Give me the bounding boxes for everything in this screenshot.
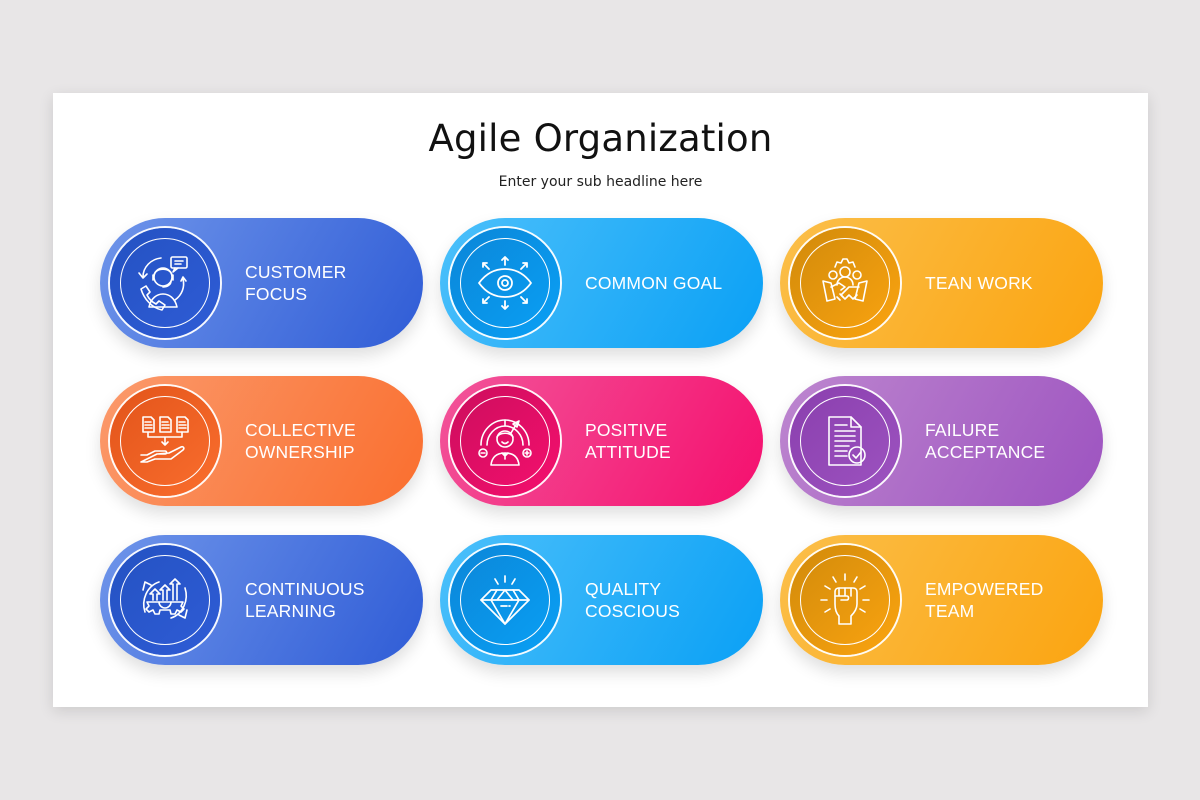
card-label-line1: POSITIVE — [585, 420, 668, 440]
icon-ring — [460, 396, 550, 486]
raised-fist-icon — [807, 562, 883, 638]
icon-ring — [120, 238, 210, 328]
card-label: TEAN WORK — [925, 218, 1033, 348]
card-label-line2: ATTITUDE — [585, 442, 671, 462]
slide-subtitle: Enter your sub headline here — [498, 174, 703, 190]
teamwork-handshake-icon — [807, 245, 883, 321]
card-label-line1: COLLECTIVE — [245, 420, 356, 440]
card-label-line1: TEAN WORK — [925, 273, 1033, 293]
card-label: COMMON GOAL — [585, 218, 722, 348]
card-team-work: TEAN WORK — [780, 218, 1103, 348]
card-label-line2: FOCUS — [245, 284, 308, 304]
card-label-line1: CUSTOMER — [245, 262, 347, 282]
icon-circle — [110, 386, 220, 496]
icon-circle — [790, 386, 900, 496]
icon-ring — [800, 555, 890, 645]
icon-ring — [120, 396, 210, 486]
icon-circle — [110, 228, 220, 338]
card-label-line1: FAILURE — [925, 420, 1000, 440]
eye-vision-icon — [467, 245, 543, 321]
card-label-line2: LEARNING — [245, 601, 337, 621]
card-label-line1: COMMON GOAL — [585, 273, 723, 293]
icon-ring — [800, 396, 890, 486]
diamond-icon — [467, 562, 543, 638]
document-check-icon — [807, 403, 883, 479]
card-label-line2: TEAM — [925, 601, 975, 621]
customer-support-icon — [127, 245, 203, 321]
icon-circle — [790, 228, 900, 338]
card-label-line1: QUALITY — [585, 579, 662, 599]
slide: Agile Organization Enter your sub headli… — [53, 93, 1148, 707]
card-label-line1: CONTINUOUS — [245, 579, 365, 599]
card-label-line2: OWNERSHIP — [245, 442, 355, 462]
icon-circle — [790, 545, 900, 655]
card-label-line2: ACCEPTANCE — [925, 442, 1046, 462]
icon-ring — [800, 238, 890, 328]
card-common-goal: COMMON GOAL — [440, 218, 763, 348]
documents-hand-icon — [127, 403, 203, 479]
icon-ring — [460, 238, 550, 328]
icon-circle — [110, 545, 220, 655]
positive-person-gauge-icon — [467, 403, 543, 479]
card-label-line1: EMPOWERED — [925, 579, 1044, 599]
icon-circle — [450, 545, 560, 655]
icon-circle — [450, 228, 560, 338]
icon-ring — [120, 555, 210, 645]
icon-circle — [450, 386, 560, 496]
slide-title: Agile Organization — [428, 117, 773, 160]
card-label-line2: COSCIOUS — [585, 601, 680, 621]
growth-gear-icon — [127, 562, 203, 638]
icon-ring — [460, 555, 550, 645]
